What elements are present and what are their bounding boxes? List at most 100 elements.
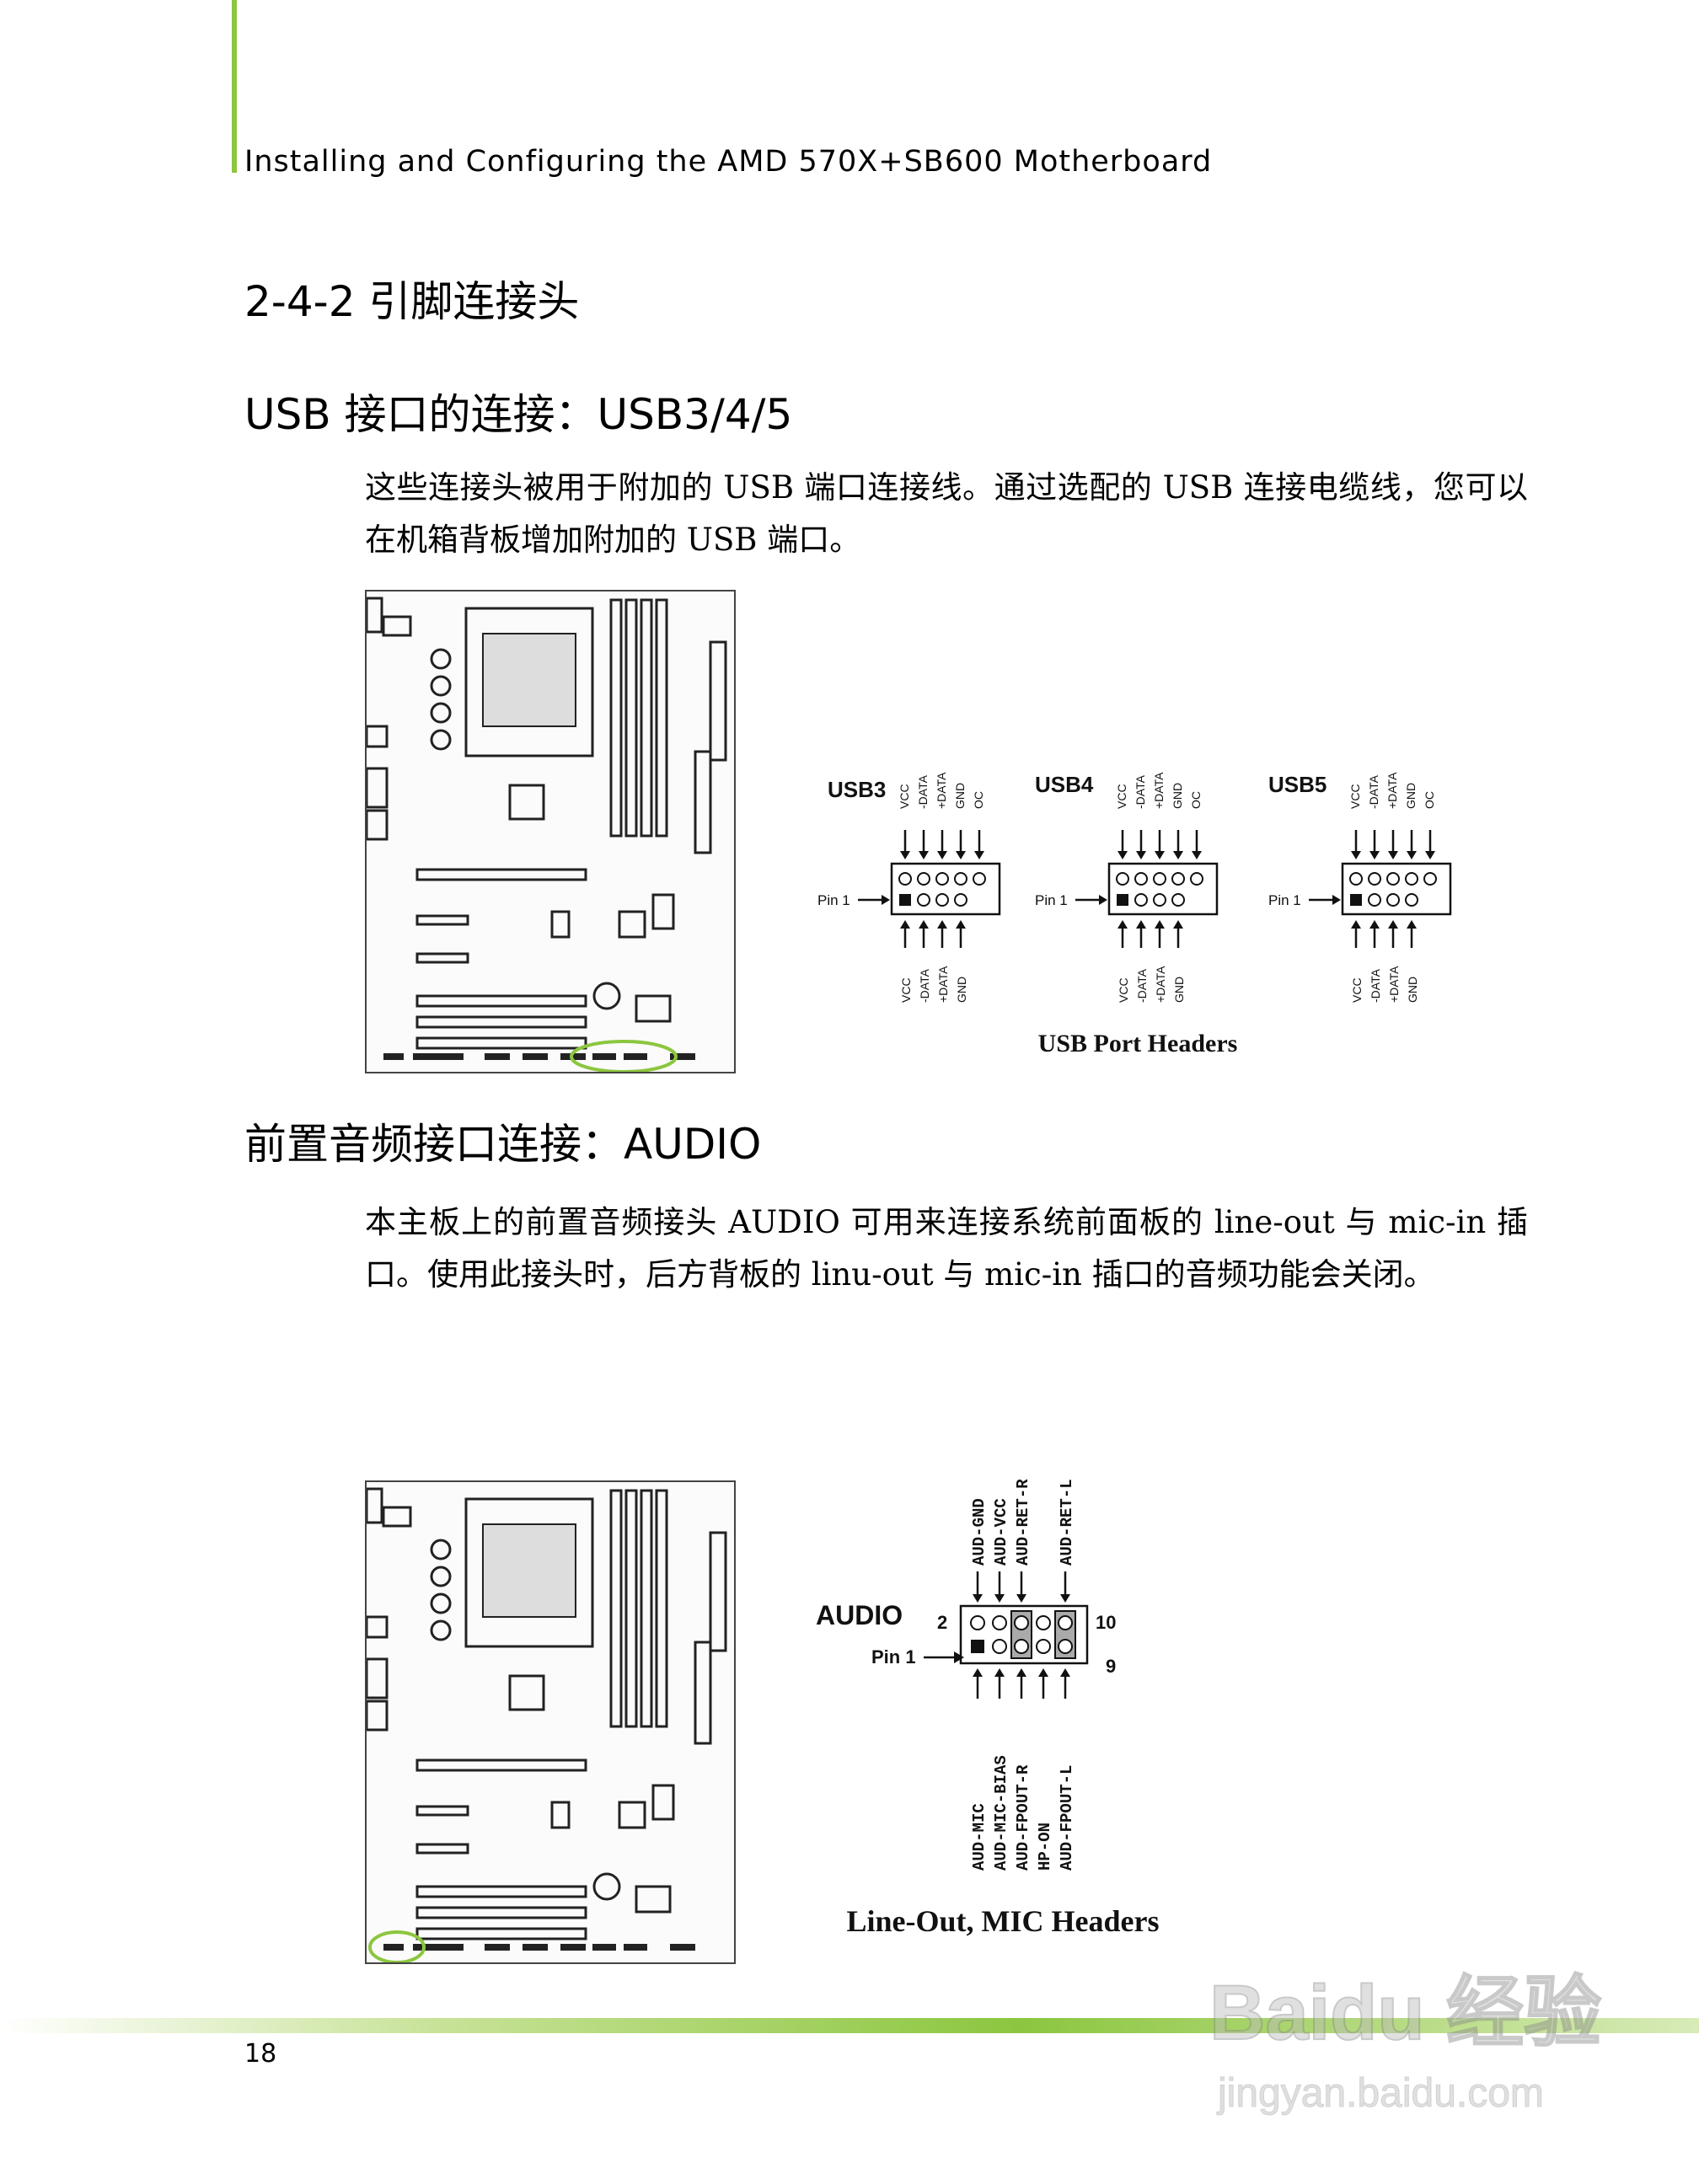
usb-caption: USB Port Headers bbox=[1038, 1030, 1238, 1057]
pin bbox=[954, 893, 967, 907]
running-head: Installing and Configuring the AMD 570X+… bbox=[244, 145, 1213, 179]
pin-1-arrowhead bbox=[1332, 895, 1341, 905]
pin-label-bottom: -DATA bbox=[1135, 968, 1149, 1003]
arrow-head bbox=[1117, 851, 1128, 859]
usb-header-name: USB5 bbox=[1268, 772, 1327, 797]
audio-pin-label-top: AUD-RET-L bbox=[1058, 1479, 1076, 1566]
pin bbox=[1368, 893, 1381, 907]
arrow-head bbox=[900, 920, 910, 929]
arrow-head bbox=[1369, 851, 1380, 859]
pin bbox=[1116, 872, 1129, 886]
pin bbox=[1153, 893, 1166, 907]
arrow-head bbox=[1351, 920, 1361, 929]
pin-label-top: GND bbox=[1171, 783, 1184, 809]
pin-label-top: -DATA bbox=[1134, 774, 1147, 809]
pin bbox=[1405, 872, 1418, 886]
arrow-head bbox=[1155, 851, 1165, 859]
pin-1-arrowhead bbox=[1099, 895, 1107, 905]
usb-heading: USB 接口的连接：USB3/4/5 bbox=[244, 390, 793, 439]
pin bbox=[1036, 1639, 1051, 1654]
pin-1-square bbox=[971, 1640, 984, 1653]
audio-caption: Line-Out, MIC Headers bbox=[847, 1904, 1160, 1938]
pin-label-top: OC bbox=[972, 791, 985, 809]
arrow-head bbox=[956, 920, 966, 929]
arrow-head bbox=[994, 1668, 1005, 1677]
audio-pin-label-bottom: AUD-MIC bbox=[970, 1803, 989, 1871]
audio-pin-label-bottom: AUD-FPOUT-R bbox=[1014, 1764, 1032, 1871]
arrow-head bbox=[973, 1594, 983, 1603]
pin-label-bottom: GND bbox=[1172, 977, 1186, 1003]
pin-label-bottom: VCC bbox=[1350, 977, 1364, 1003]
arrow-head bbox=[900, 851, 910, 859]
motherboard-diagram-usb bbox=[365, 590, 736, 1073]
arrow-head bbox=[1060, 1668, 1070, 1677]
pin-1-label: Pin 1 bbox=[1268, 892, 1301, 908]
arrow-head bbox=[919, 851, 929, 859]
arrow-head bbox=[1407, 920, 1417, 929]
pin-label-bottom: +DATA bbox=[1387, 966, 1401, 1003]
arrow-head bbox=[1136, 920, 1146, 929]
pin bbox=[1386, 893, 1400, 907]
pin-1-square bbox=[1117, 894, 1128, 906]
usb-header-name: USB4 bbox=[1035, 772, 1094, 797]
pin bbox=[1386, 872, 1400, 886]
pin bbox=[898, 872, 912, 886]
arrow-head bbox=[1369, 920, 1380, 929]
pin bbox=[1171, 893, 1185, 907]
audio-pin-label-top: AUD-GND bbox=[970, 1498, 989, 1566]
arrow-head bbox=[1173, 851, 1183, 859]
usb-header-box bbox=[1341, 862, 1452, 916]
pin-1-label: Pin 1 bbox=[871, 1646, 916, 1667]
pin bbox=[970, 1615, 985, 1630]
pin-label-bottom: -DATA bbox=[1369, 968, 1382, 1003]
arrow-head bbox=[1351, 851, 1361, 859]
arrow-head bbox=[937, 920, 947, 929]
pin-label-top: -DATA bbox=[916, 774, 930, 809]
arrow-head bbox=[1016, 1668, 1026, 1677]
arrow-head bbox=[974, 851, 984, 859]
pin bbox=[1058, 1615, 1073, 1630]
footer-bar bbox=[0, 2018, 1699, 2033]
pin-number-2: 2 bbox=[937, 1612, 947, 1633]
arrow-head bbox=[956, 851, 966, 859]
pin-label-bottom: GND bbox=[955, 977, 968, 1003]
arrow-head bbox=[1016, 1594, 1026, 1603]
usb-paragraph: 这些连接头被用于附加的 USB 端口连接线。通过选配的 USB 连接电缆线，您可… bbox=[365, 469, 1528, 558]
arrow-head bbox=[973, 1668, 983, 1677]
accent-bar bbox=[232, 0, 237, 173]
pin bbox=[1058, 1639, 1073, 1654]
pin-number-9: 9 bbox=[1106, 1656, 1116, 1677]
pin-label-top: +DATA bbox=[935, 772, 948, 809]
pin bbox=[1190, 872, 1203, 886]
baidu-watermark: Baidu 经验 jingyan.baidu.com bbox=[1209, 1938, 1614, 2123]
pin-label-top: VCC bbox=[1348, 784, 1362, 809]
arrow-head bbox=[1388, 920, 1398, 929]
arrow-head bbox=[1407, 851, 1417, 859]
watermark-line2: jingyan.baidu.com bbox=[1216, 2071, 1544, 2116]
pin bbox=[1368, 872, 1381, 886]
pin bbox=[935, 872, 949, 886]
pin bbox=[917, 872, 930, 886]
pin-label-top: GND bbox=[1404, 783, 1418, 809]
arrow-head bbox=[1425, 851, 1435, 859]
pin bbox=[1014, 1615, 1029, 1630]
pin bbox=[1014, 1639, 1029, 1654]
pin bbox=[1153, 872, 1166, 886]
pin bbox=[1171, 872, 1185, 886]
audio-paragraph: 本主板上的前置音频接头 AUDIO 可用来连接系统前面板的 line-out 与… bbox=[365, 1204, 1528, 1293]
pin-label-top: OC bbox=[1423, 791, 1436, 809]
pin-label-bottom: VCC bbox=[899, 977, 913, 1003]
pin-label-top: OC bbox=[1189, 791, 1203, 809]
usb-header-box bbox=[890, 862, 1001, 916]
pin-1-label: Pin 1 bbox=[817, 892, 850, 908]
usb-header-box bbox=[1107, 862, 1219, 916]
arrow-head bbox=[1173, 920, 1183, 929]
arrow-head bbox=[1155, 920, 1165, 929]
motherboard-diagram-audio bbox=[365, 1480, 736, 1964]
audio-heading: 前置音频接口连接：AUDIO bbox=[244, 1120, 762, 1169]
pin-1-arrowhead bbox=[882, 895, 890, 905]
pin-1-arrowhead bbox=[954, 1651, 964, 1663]
pin-label-top: -DATA bbox=[1367, 774, 1380, 809]
